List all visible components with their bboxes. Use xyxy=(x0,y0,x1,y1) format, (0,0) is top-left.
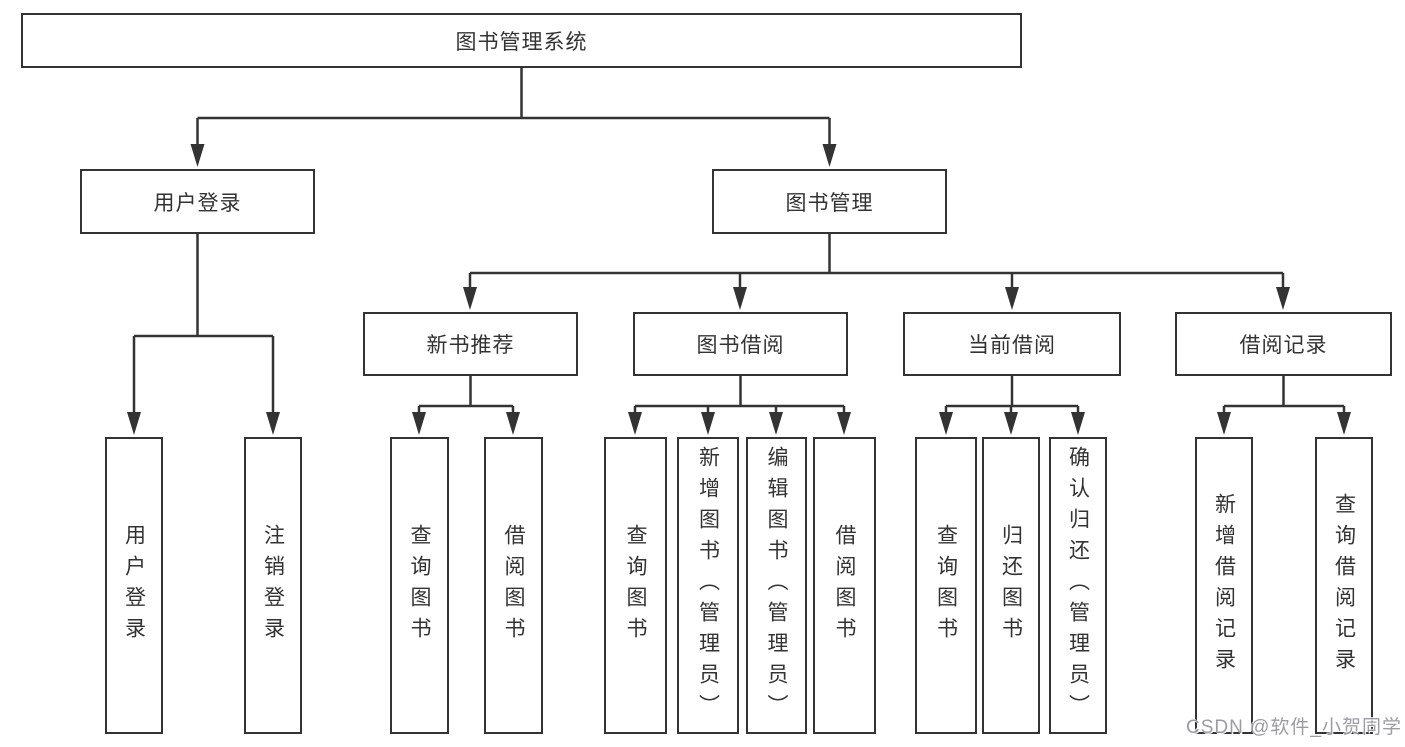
connector-user-login-split xyxy=(132,234,275,418)
leaf-add-book-admin: 新增图书（管理员） xyxy=(677,437,739,734)
leaf-logout-label: 注销登录 xyxy=(261,523,286,648)
leaf-query-borrow-record-label: 查询借阅记录 xyxy=(1332,492,1357,679)
connector-root-split xyxy=(196,68,831,150)
leaf-query-books-borrowing: 查询图书 xyxy=(604,437,667,734)
leaf-confirm-return-admin-label: 确认归还（管理员） xyxy=(1066,446,1091,725)
leaf-return-books-label: 归还图书 xyxy=(999,523,1024,648)
connector-current-borrowing-split xyxy=(944,376,1080,418)
leaf-add-book-admin-label: 新增图书（管理员） xyxy=(696,446,721,725)
node-book-management-label: 图书管理 xyxy=(785,190,874,215)
leaf-query-books-current-label: 查询图书 xyxy=(934,523,959,648)
leaf-confirm-return-admin: 确认归还（管理员） xyxy=(1049,437,1107,734)
node-current-borrowing: 当前借阅 xyxy=(903,312,1121,376)
connector-new-book-split xyxy=(417,376,515,418)
leaf-query-borrow-record: 查询借阅记录 xyxy=(1315,437,1373,734)
leaf-query-books-borrowing-label: 查询图书 xyxy=(624,523,648,648)
node-book-management: 图书管理 xyxy=(712,169,947,234)
node-borrowing-records: 借阅记录 xyxy=(1175,312,1392,376)
watermark: CSDN @软件_小贺同学 xyxy=(1186,717,1402,738)
node-borrowing-records-label: 借阅记录 xyxy=(1239,333,1328,357)
leaf-edit-book-admin: 编辑图书（管理员） xyxy=(746,437,807,734)
connector-borrowing-records-split xyxy=(1222,376,1346,418)
leaf-borrow-books-recommend: 借阅图书 xyxy=(484,437,543,734)
leaf-query-books-recommend-label: 查询图书 xyxy=(408,523,432,648)
arrowhead-icons-level2 xyxy=(463,287,1290,310)
node-book-borrowing: 图书借阅 xyxy=(633,312,848,376)
node-root-label: 图书管理系统 xyxy=(455,29,588,54)
leaf-return-books: 归还图书 xyxy=(982,437,1040,734)
node-current-borrowing-label: 当前借阅 xyxy=(968,333,1056,357)
leaf-borrow-books-recommend-label: 借阅图书 xyxy=(502,523,526,648)
leaf-user-login-label: 用户登录 xyxy=(122,523,147,648)
connector-book-management-split xyxy=(468,234,1285,293)
node-root: 图书管理系统 xyxy=(21,13,1022,68)
leaf-add-borrow-record: 新增借阅记录 xyxy=(1195,437,1253,734)
node-new-book-recommend-label: 新书推荐 xyxy=(426,333,515,357)
node-book-borrowing-label: 图书借阅 xyxy=(696,333,785,357)
leaf-query-books-current: 查询图书 xyxy=(915,437,977,734)
leaf-user-login: 用户登录 xyxy=(105,437,163,734)
connector-book-borrowing-split xyxy=(633,376,846,418)
leaf-logout: 注销登录 xyxy=(244,437,302,734)
node-new-book-recommend: 新书推荐 xyxy=(363,312,578,376)
leaf-borrow-books-borrowing: 借阅图书 xyxy=(813,437,876,734)
leaf-add-borrow-record-label: 新增借阅记录 xyxy=(1212,492,1237,679)
node-user-login-label: 用户登录 xyxy=(153,190,242,215)
leaf-query-books-recommend: 查询图书 xyxy=(390,437,449,734)
leaf-borrow-books-borrowing-label: 借阅图书 xyxy=(833,523,857,648)
leaf-edit-book-admin-label: 编辑图书（管理员） xyxy=(765,446,789,725)
arrowhead-icons-leaves xyxy=(127,412,1351,435)
arrowhead-icons-level1 xyxy=(190,144,837,167)
node-user-login: 用户登录 xyxy=(80,169,315,234)
